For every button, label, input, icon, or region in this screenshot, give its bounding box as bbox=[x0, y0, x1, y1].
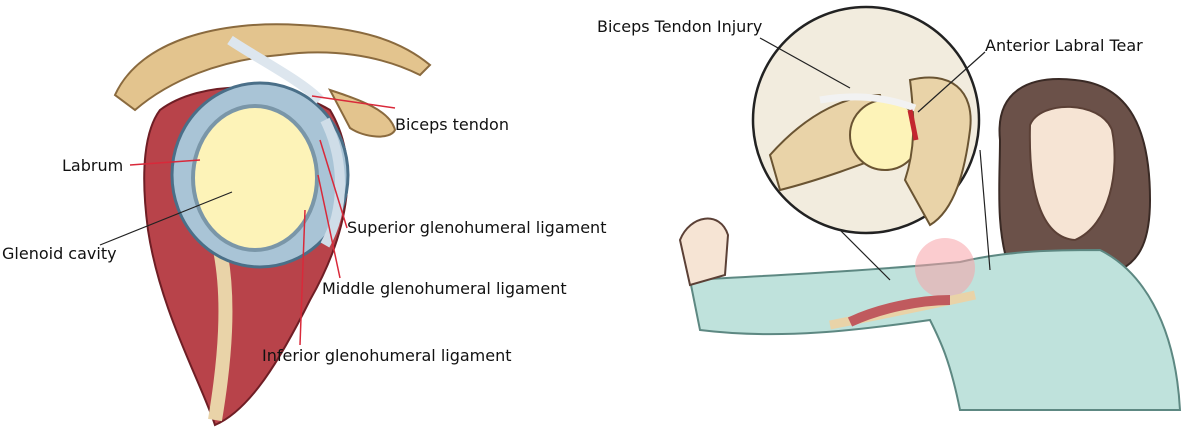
label-middle-ligament: Middle glenohumeral ligament bbox=[322, 279, 567, 298]
label-superior-ligament: Superior glenohumeral ligament bbox=[347, 218, 607, 237]
arm-bones bbox=[829, 290, 976, 330]
label-inferior-ligament: Inferior glenohumeral ligament bbox=[262, 346, 512, 365]
label-labrum: Labrum bbox=[62, 156, 124, 175]
leader-labrum bbox=[129, 159, 201, 166]
scapula-blade bbox=[208, 248, 233, 422]
label-anterior-labral-tear: Anterior Labral Tear bbox=[985, 36, 1143, 55]
right-leader-lines bbox=[759, 37, 986, 113]
leader-labral-tear bbox=[917, 51, 986, 113]
acromion-bone bbox=[113, 23, 432, 112]
biceps-muscle bbox=[847, 295, 951, 327]
glenoid-cavity-shape bbox=[191, 104, 319, 252]
leader-biceps-tendon bbox=[311, 95, 396, 109]
leader-inferior-ligament bbox=[299, 209, 306, 346]
woman-illustration bbox=[678, 78, 1182, 411]
labral-tear-mark bbox=[907, 109, 919, 141]
left-leader-lines bbox=[129, 95, 396, 346]
label-biceps-tendon-injury: Biceps Tendon Injury bbox=[597, 17, 763, 36]
pain-glow-shoulder bbox=[915, 238, 975, 298]
leader-biceps-injury bbox=[759, 37, 851, 89]
shirt bbox=[688, 248, 1182, 411]
zoom-inset bbox=[751, 5, 991, 281]
leader-middle-ligament bbox=[317, 174, 341, 279]
leader-glenoid-cavity bbox=[99, 191, 233, 246]
label-biceps-tendon: Biceps tendon bbox=[395, 115, 509, 134]
face bbox=[1028, 105, 1116, 242]
hand bbox=[678, 217, 730, 287]
leader-superior-ligament bbox=[319, 139, 348, 229]
biceps-tendon-inset bbox=[819, 93, 917, 112]
inset-connector-right bbox=[979, 149, 991, 271]
tendon-fibers bbox=[227, 35, 324, 104]
label-glenoid-cavity: Glenoid cavity bbox=[2, 244, 117, 263]
